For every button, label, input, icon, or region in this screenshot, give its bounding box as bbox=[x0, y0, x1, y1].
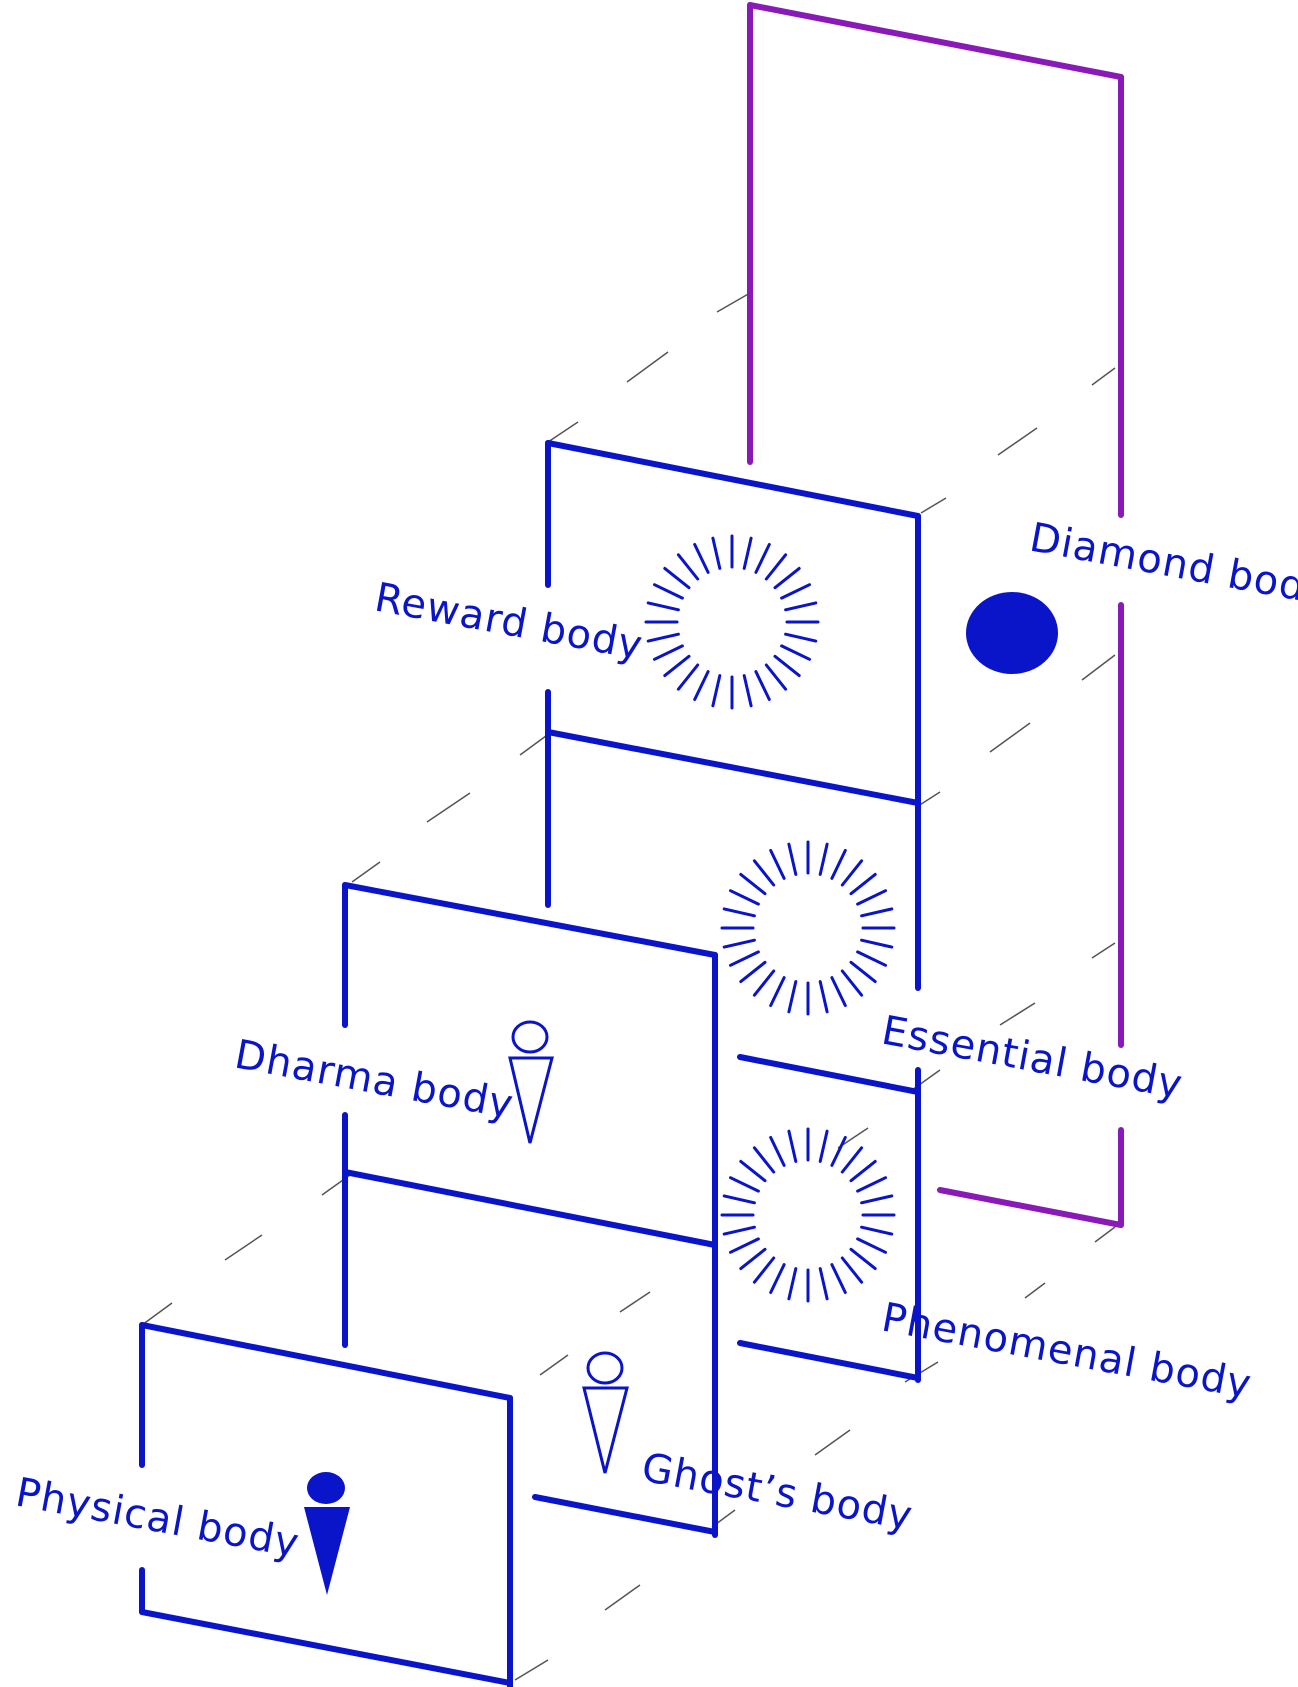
sun-ray bbox=[849, 1247, 877, 1271]
sun-ray bbox=[653, 583, 684, 600]
sun-ray bbox=[752, 859, 776, 887]
dharma-body-label: Dharma body bbox=[231, 1032, 517, 1129]
sun-ray bbox=[780, 583, 811, 600]
sun-ray bbox=[773, 654, 801, 678]
sun-ray bbox=[729, 1237, 760, 1254]
sun-ray bbox=[856, 889, 887, 906]
sun-ray bbox=[646, 601, 680, 612]
essential-body-radiant-sun-icon bbox=[720, 840, 896, 1016]
ghost-body-outline-person-icon bbox=[582, 1351, 629, 1474]
sun-ray bbox=[739, 960, 767, 984]
sun-ray bbox=[754, 670, 771, 701]
phenomenal-body-panel bbox=[737, 1340, 921, 1381]
sun-ray bbox=[693, 543, 710, 574]
sun-ray bbox=[729, 889, 760, 906]
sun-ray bbox=[693, 670, 710, 701]
reward-body-label: Reward body bbox=[371, 575, 646, 670]
sun-ray bbox=[830, 1263, 847, 1294]
sun-ray bbox=[769, 976, 786, 1007]
sun-ray bbox=[787, 980, 798, 1014]
diamond-body-panel bbox=[747, 2, 1124, 1228]
sun-ray bbox=[739, 1159, 767, 1183]
sun-ray bbox=[830, 849, 847, 880]
sun-ray bbox=[818, 1129, 829, 1163]
essential-body-panel bbox=[737, 1054, 921, 1383]
sun-ray bbox=[739, 1247, 767, 1271]
sun-ray bbox=[784, 632, 818, 643]
sun-ray bbox=[663, 566, 691, 590]
sun-ray bbox=[860, 1194, 894, 1205]
essential-body-label: Essential body bbox=[878, 1008, 1186, 1109]
phenomenal-body-radiant-sun-icon bbox=[720, 1127, 896, 1303]
sun-ray bbox=[676, 663, 700, 691]
sun-ray bbox=[840, 1146, 864, 1174]
sun-ray bbox=[818, 842, 829, 876]
sun-ray bbox=[787, 842, 798, 876]
sun-ray bbox=[773, 566, 801, 590]
dharma-body-panel bbox=[342, 882, 718, 1538]
sun-ray bbox=[729, 1176, 760, 1193]
sun-ray bbox=[856, 1176, 887, 1193]
sun-ray bbox=[787, 1129, 798, 1163]
sun-ray bbox=[722, 907, 756, 918]
sun-ray bbox=[860, 1225, 894, 1236]
sun-ray bbox=[769, 849, 786, 880]
sun-ray bbox=[840, 859, 864, 887]
sun-ray bbox=[752, 1256, 776, 1284]
sun-ray bbox=[840, 1256, 864, 1284]
ghost-body-panel bbox=[532, 1494, 718, 1535]
sun-ray bbox=[840, 969, 864, 997]
sun-ray bbox=[856, 950, 887, 967]
sun-ray bbox=[752, 969, 776, 997]
sun-ray bbox=[711, 536, 722, 570]
sun-ray bbox=[722, 1194, 756, 1205]
dashed-guides bbox=[141, 292, 1116, 1681]
sun-ray bbox=[653, 644, 684, 661]
sun-ray bbox=[780, 644, 811, 661]
diamond-body-filled-circle-icon bbox=[966, 592, 1058, 674]
sun-ray bbox=[860, 907, 894, 918]
phenomenal-body-label: Phenomenal body bbox=[878, 1295, 1255, 1409]
sun-ray bbox=[722, 938, 756, 949]
sun-ray bbox=[769, 1263, 786, 1294]
sun-ray bbox=[764, 663, 788, 691]
sun-ray bbox=[856, 1237, 887, 1254]
physical-body-filled-person-icon bbox=[304, 1472, 350, 1595]
sun-ray bbox=[742, 674, 753, 708]
sun-ray bbox=[754, 543, 771, 574]
physical-body-panel bbox=[139, 1322, 513, 1687]
sun-ray bbox=[830, 1136, 847, 1167]
sun-ray bbox=[676, 553, 700, 581]
sun-ray bbox=[849, 960, 877, 984]
sun-ray bbox=[830, 976, 847, 1007]
reward-body-panel bbox=[545, 440, 921, 991]
sun-ray bbox=[663, 654, 691, 678]
sun-ray bbox=[860, 938, 894, 949]
sun-ray bbox=[739, 872, 767, 896]
sun-ray bbox=[729, 950, 760, 967]
sun-ray bbox=[787, 1267, 798, 1301]
sun-ray bbox=[722, 1225, 756, 1236]
sun-ray bbox=[818, 980, 829, 1014]
sun-ray bbox=[752, 1146, 776, 1174]
reward-body-radiant-sun-icon bbox=[644, 534, 820, 710]
sun-ray bbox=[711, 674, 722, 708]
dharma-body-outline-person-icon bbox=[508, 1020, 554, 1144]
sun-ray bbox=[742, 536, 753, 570]
physical-body-label: Physical body bbox=[12, 1470, 303, 1568]
sun-ray bbox=[849, 1159, 877, 1183]
diamond-body-label: Diamond body bbox=[1026, 515, 1298, 616]
sun-ray bbox=[769, 1136, 786, 1167]
sun-ray bbox=[784, 601, 818, 612]
sun-ray bbox=[764, 553, 788, 581]
sun-ray bbox=[849, 872, 877, 896]
sun-ray bbox=[818, 1267, 829, 1301]
sun-ray bbox=[646, 632, 680, 643]
